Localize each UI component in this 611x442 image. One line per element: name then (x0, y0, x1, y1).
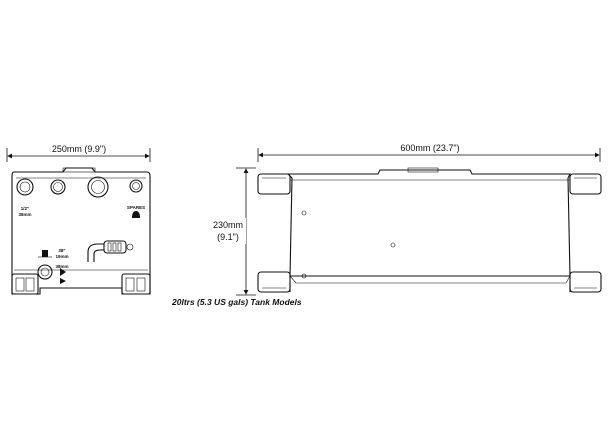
front-arrow-icon (60, 278, 66, 284)
front-top-port-1 (16, 178, 34, 196)
front-bell-icon (132, 211, 140, 218)
side-rivet-1 (301, 210, 307, 216)
front-port-label-low: 38mm (55, 264, 68, 269)
side-rivet-3 (301, 273, 307, 279)
side-height-label-line2: (9.1") (217, 232, 239, 242)
front-port-label-mid-2: 19mm (55, 254, 68, 259)
side-width-label: 600mm (23.7") (400, 143, 459, 153)
front-pump-icon (38, 250, 52, 258)
side-rivet-2 (390, 242, 396, 248)
front-width-dimension: 250mm (9.9") (6, 144, 151, 162)
front-drain-outlet (37, 264, 66, 280)
front-port-label-mid-1: 38" (58, 248, 65, 253)
front-port-label-left-1: 1/2" (21, 206, 29, 211)
front-port-label-left-2: 38mm (18, 212, 31, 217)
side-height-dimension: 230mm (9.1") (212, 167, 256, 296)
front-tank-body (11, 167, 151, 295)
side-tank-body (257, 167, 602, 293)
front-hose-outlet (87, 240, 134, 262)
front-top-port-3 (87, 176, 109, 198)
front-top-port-4 (129, 179, 143, 193)
side-width-dimension: 600mm (23.7") (257, 143, 601, 162)
front-width-label: 250mm (9.9") (52, 144, 106, 154)
side-view: 600mm (23.7") 230mm (9.1") (212, 143, 602, 296)
diagram-caption: 20ltrs (5.3 US gals) Tank Models (171, 297, 302, 307)
side-height-label-line1: 230mm (213, 220, 243, 230)
front-port-label-right-1: SPARES (127, 205, 145, 210)
front-view: 250mm (9.9") (6, 144, 151, 295)
front-top-port-2 (50, 179, 66, 195)
